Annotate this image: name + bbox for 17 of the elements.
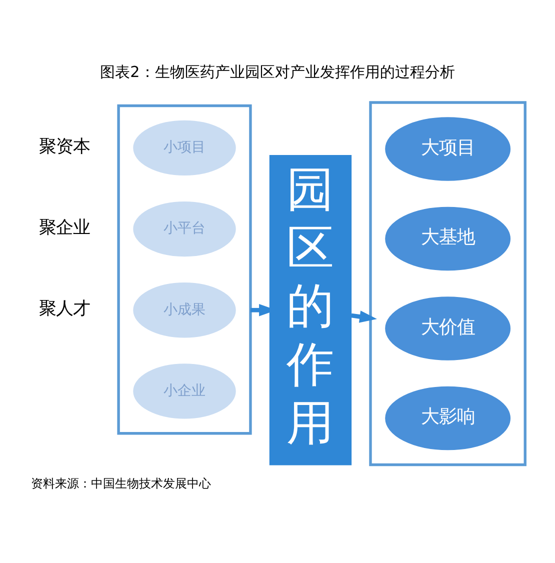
- node-ellipse: 大影响: [385, 386, 511, 450]
- caption: 资料来源：中国生物技术发展中心: [31, 476, 212, 490]
- node-ellipse: 大价值: [385, 296, 511, 360]
- node-ellipse: 大基地: [385, 206, 511, 270]
- node-ellipse: 大项目: [385, 116, 511, 180]
- cluster: [117, 104, 252, 434]
- node-ellipse: 小成果: [133, 282, 236, 338]
- node-ellipse: 小企业: [133, 363, 236, 418]
- arrow: [351, 310, 377, 322]
- node-ellipse: 小平台: [133, 200, 236, 256]
- label: 聚资本: [38, 136, 90, 156]
- label: 聚企业: [38, 218, 90, 237]
- diagram-title: 图表2：生物医药产业园区对产业发挥作用的过程分析: [100, 62, 455, 80]
- cluster: [369, 100, 526, 466]
- node-box: 园区的作用: [269, 154, 352, 465]
- node-ellipse: 小项目: [133, 120, 236, 175]
- label: 聚人才: [38, 298, 90, 318]
